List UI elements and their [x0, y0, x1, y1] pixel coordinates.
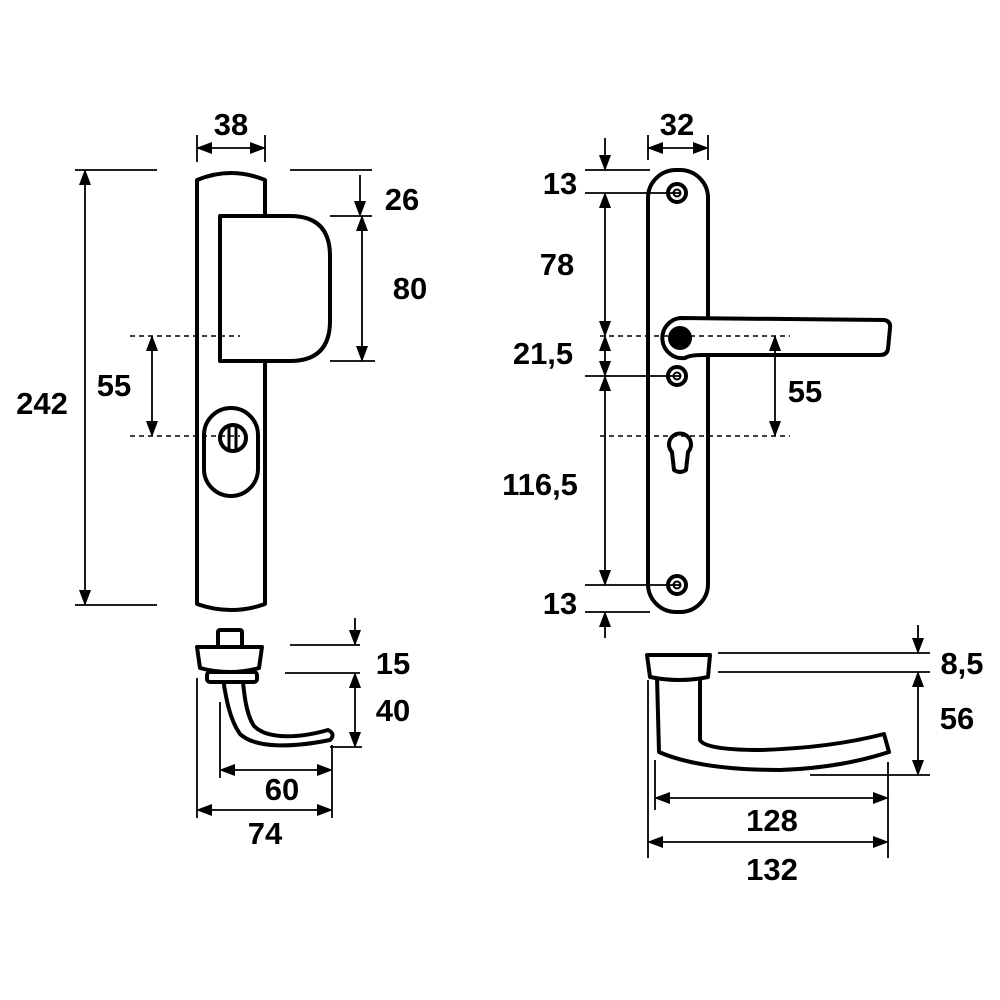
dim-40: 40 — [376, 693, 410, 728]
dim-15: 15 — [376, 646, 410, 681]
lever-handle — [660, 316, 893, 361]
dim-8-5: 8,5 — [940, 646, 983, 681]
left-lever-side-view — [195, 628, 335, 748]
keyhole — [667, 431, 693, 474]
dim-55-left: 55 — [97, 368, 131, 403]
dim-60: 60 — [265, 772, 299, 807]
left-security-plate — [195, 171, 332, 612]
dim-32: 32 — [660, 107, 694, 142]
dim-26: 26 — [385, 182, 419, 217]
dim-80: 80 — [393, 271, 427, 306]
right-lever-side-view — [645, 653, 891, 772]
dim-116-5: 116,5 — [502, 467, 578, 502]
dim-38: 38 — [214, 107, 248, 142]
dim-56: 56 — [940, 701, 974, 736]
dim-78: 78 — [540, 247, 574, 282]
dim-242: 242 — [16, 386, 68, 421]
right-long-plate — [646, 168, 893, 614]
dim-13-bottom: 13 — [543, 586, 577, 621]
dim-128: 128 — [746, 803, 798, 838]
dim-55-right: 55 — [788, 374, 822, 409]
cylinder-core — [218, 423, 248, 453]
dim-13-top: 13 — [543, 166, 577, 201]
cylinder-guard — [218, 214, 332, 363]
dim-132: 132 — [746, 852, 798, 887]
dim-74: 74 — [248, 816, 283, 851]
dim-21-5: 21,5 — [513, 336, 573, 371]
